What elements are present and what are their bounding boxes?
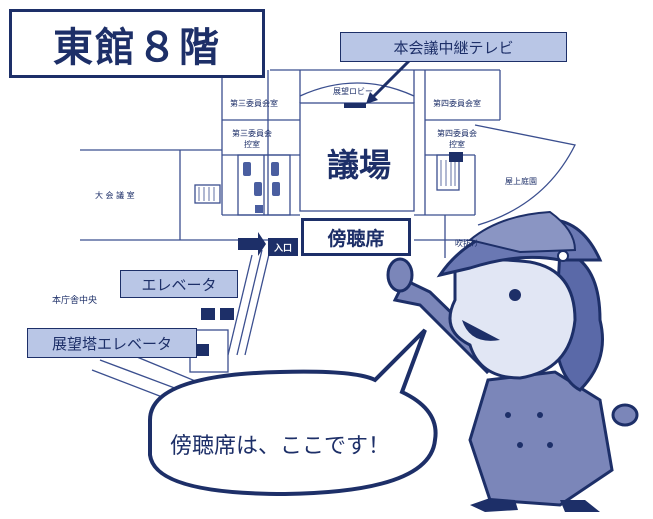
entrance-arrow-icon: [238, 232, 266, 256]
floor-walls: [80, 69, 576, 401]
toilet-icons: [243, 162, 280, 213]
tv-marker: [344, 103, 366, 108]
room-gallery: 傍聴席: [301, 218, 411, 256]
elevator-icons: [195, 152, 463, 356]
room-committee-3-waiting: 第三委員会 控室: [232, 129, 272, 149]
room-rooftop-garden: 屋上庭園: [505, 177, 537, 186]
speech-bubble: [148, 328, 438, 497]
speech-bubble-text: 傍聴席は、ここです！: [169, 434, 390, 459]
room-committee-4: 第四委員会室: [433, 99, 481, 108]
room-large-conference: 大 会 議 室: [95, 191, 135, 200]
room-observation-lobby: 展望ロビー: [333, 87, 373, 96]
room-committee-4-waiting: 第四委員会 控室: [437, 129, 477, 149]
room-atrium: 吹抜け: [455, 239, 479, 248]
room-assembly-chamber: 議場: [326, 146, 391, 184]
tower-elevator-callout: 展望塔エレベータ: [27, 328, 197, 358]
elevator-callout: エレベータ: [120, 270, 238, 298]
room-committee-3: 第三委員会室: [230, 99, 278, 108]
tv-arrow-icon: [366, 53, 417, 104]
detective-mascot-icon: [386, 210, 639, 512]
stairs-icons: [198, 160, 456, 201]
tv-relay-callout: 本会議中継テレビ: [340, 32, 567, 62]
entrance-marker: 入口: [268, 238, 298, 256]
floor-title: 東館８階: [9, 9, 265, 78]
main-building-center-label: 本庁舎中央: [52, 296, 98, 306]
